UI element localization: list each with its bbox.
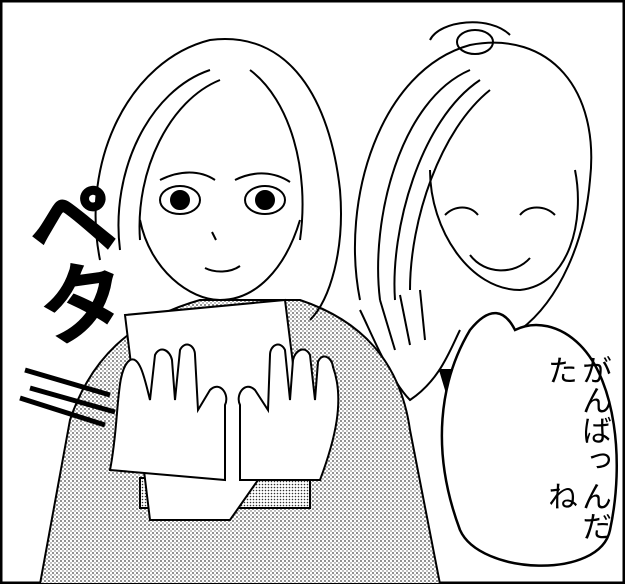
speech-text: がんばった んだね <box>500 355 611 555</box>
hands <box>108 343 340 482</box>
speech-bubble <box>440 311 618 567</box>
left-girl <box>94 38 342 321</box>
right-girl <box>353 21 593 424</box>
speech-line-1: がんばった <box>542 355 611 475</box>
speech-line-2: んだね <box>542 480 611 541</box>
motion-lines <box>19 367 116 428</box>
